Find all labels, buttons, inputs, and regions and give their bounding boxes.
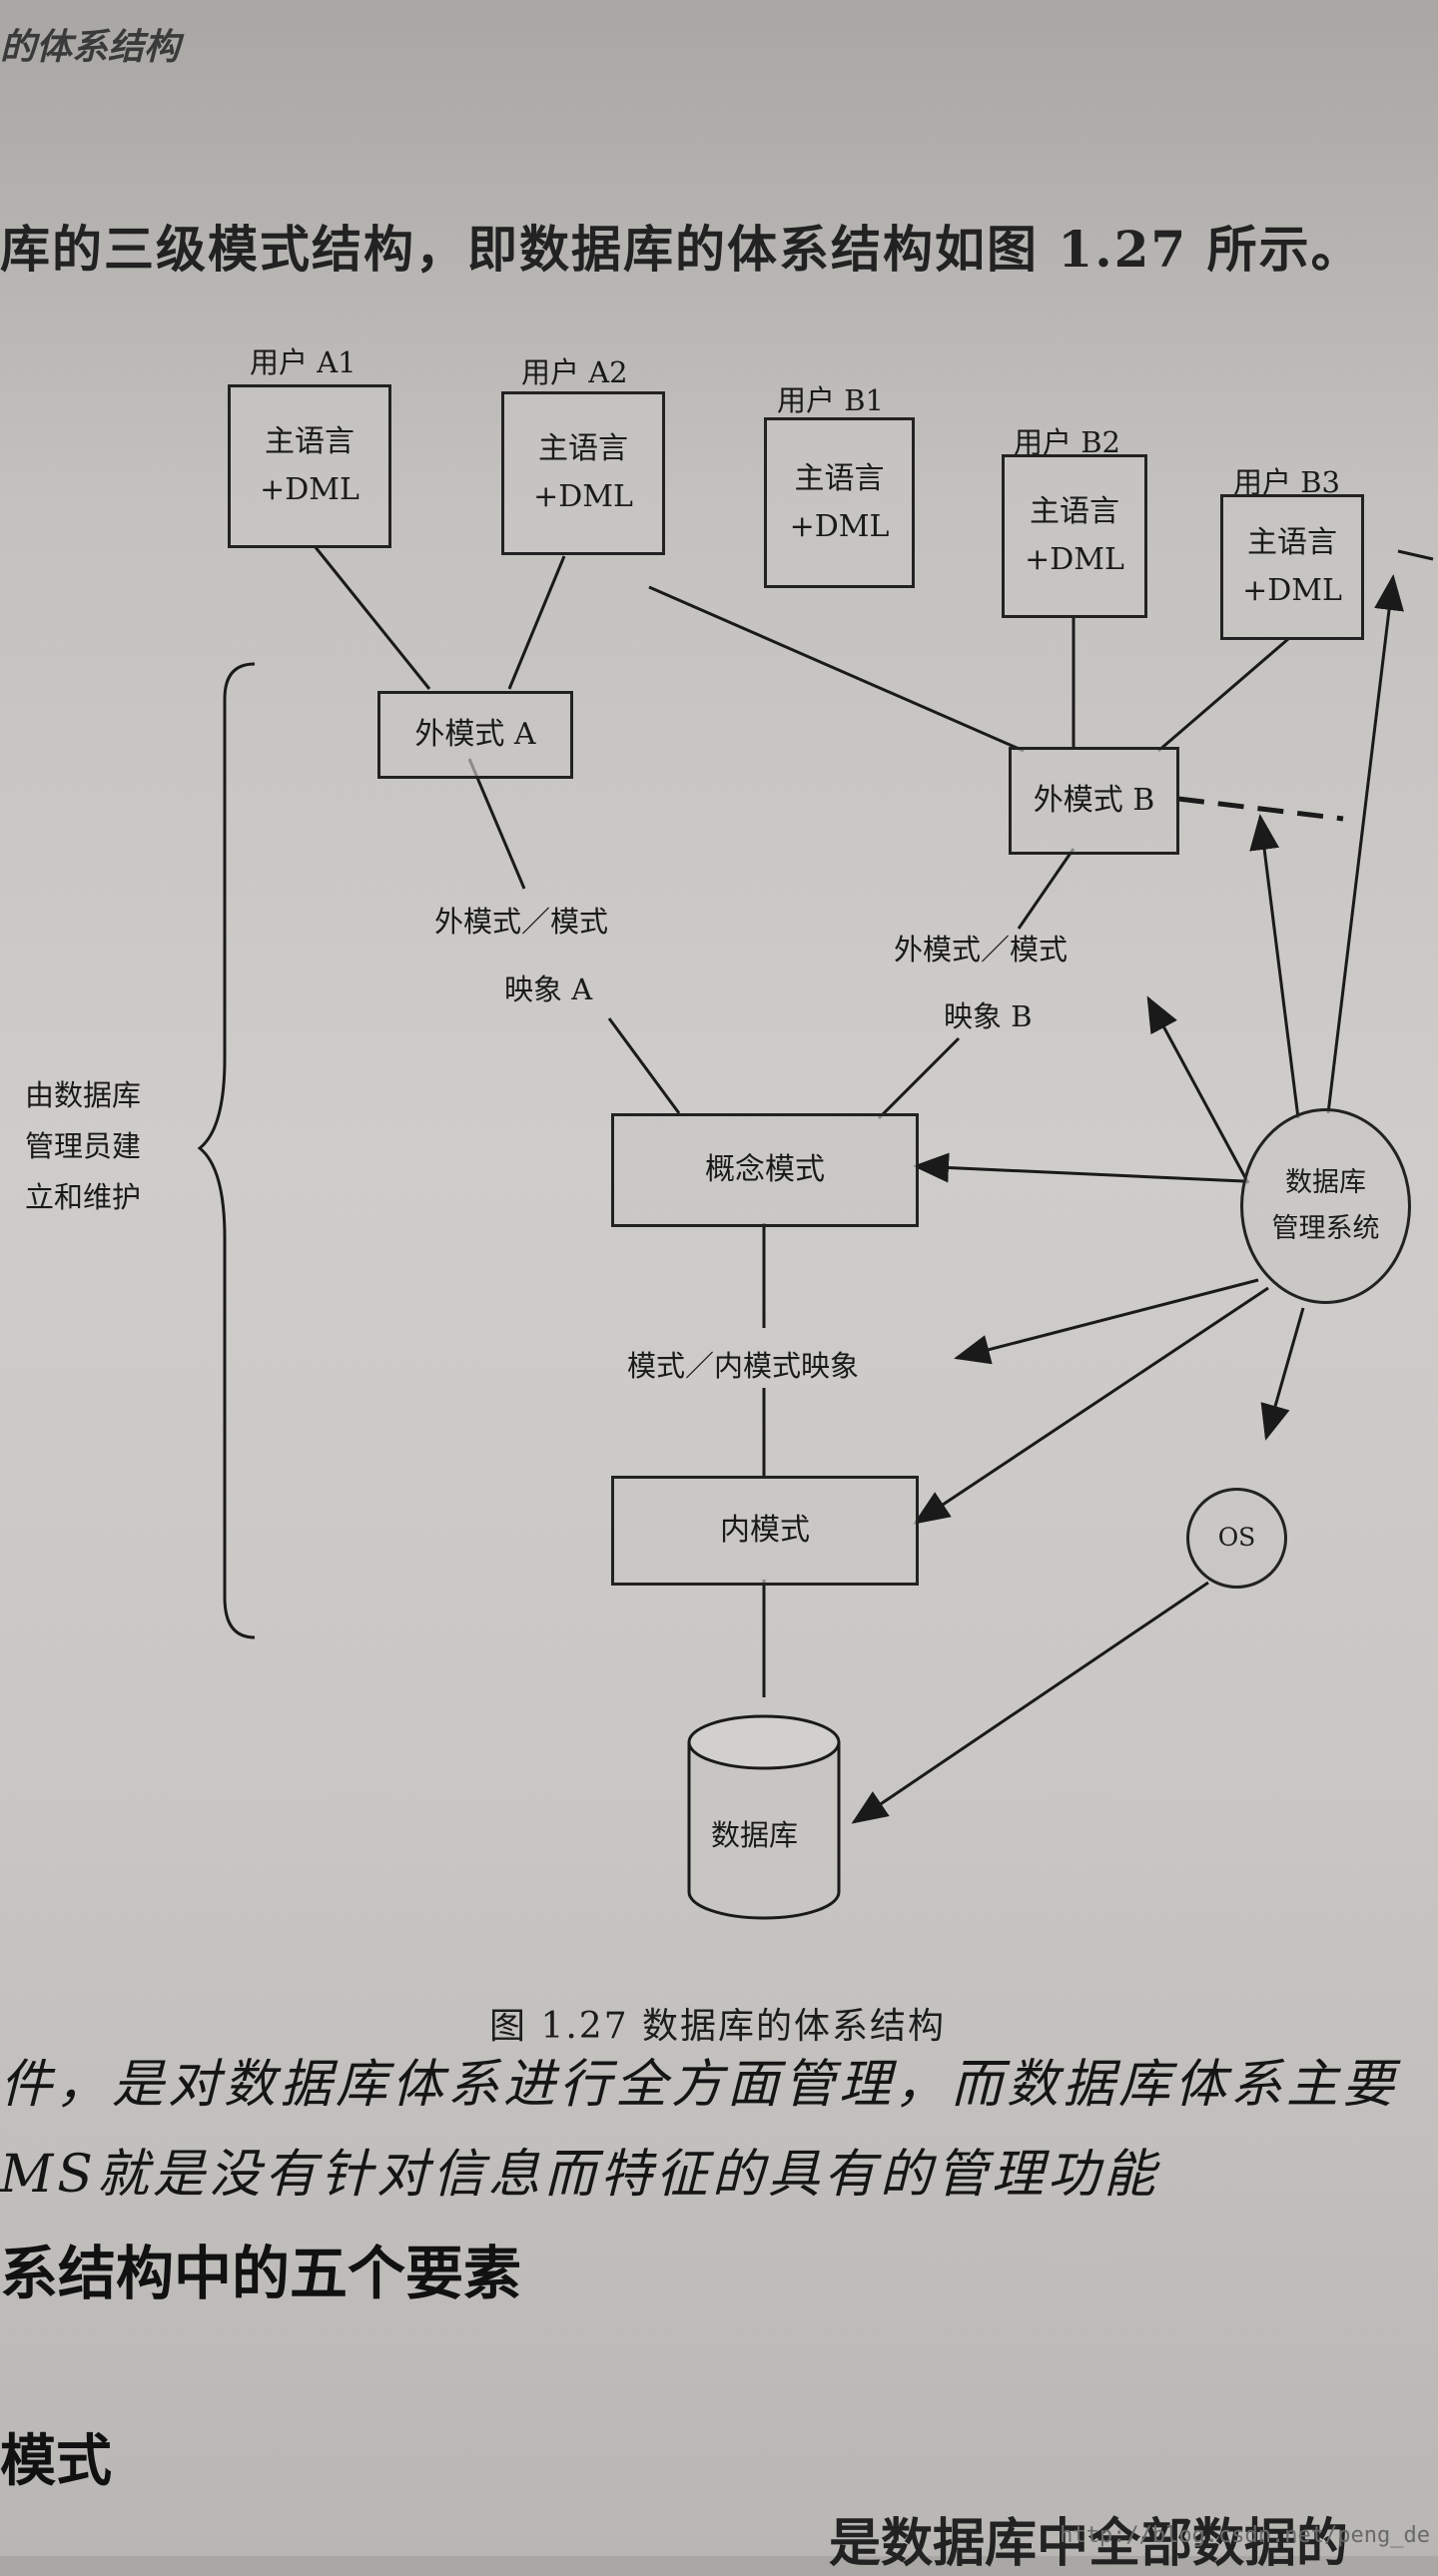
arrow-dbms-to-mapping (954, 1278, 1259, 1365)
user-a1-label: 用户 A1 (250, 345, 357, 379)
subsection-heading: 模式 (0, 2429, 112, 2494)
figure-caption: 图 1.27 数据库的体系结构 (489, 2006, 947, 2047)
user-b1-box: 主语言 +DML (764, 417, 915, 588)
user-b1-label: 用户 B1 (777, 383, 884, 417)
line-b1-to-external-b (648, 585, 1025, 753)
arrow-dbms-to-mapping-b (1146, 995, 1250, 1184)
mapping-a-label-line2: 映象 A (504, 972, 593, 1006)
admin-brace (197, 662, 256, 1639)
line-external-b-to-mapping (1017, 848, 1076, 930)
mapping-b-label-line2: 映象 B (944, 999, 1033, 1033)
user-b3-label: 用户 B3 (1233, 465, 1340, 499)
arrow-dbms-to-external-b (1249, 814, 1300, 1119)
user-a1-box: 主语言 +DML (228, 384, 391, 548)
conceptual-schema: 概念模式 (611, 1113, 919, 1227)
user-b2-box: 主语言 +DML (1002, 454, 1147, 618)
line-mapping-a-to-conceptual (607, 1017, 681, 1114)
user-a2-box: 主语言 +DML (501, 391, 665, 555)
line-external-a-to-mapping (467, 758, 526, 890)
arrow-dbms-to-conceptual (913, 1152, 1244, 1183)
external-schema-b: 外模式 B (1009, 747, 1179, 855)
line-a1-to-external-a (313, 545, 431, 690)
external-schema-a: 外模式 A (377, 691, 573, 779)
dashed-extension (1177, 796, 1344, 822)
database-label: 数据库 (711, 1818, 799, 1852)
line-a2-to-external-a (507, 555, 566, 690)
arrow-dbms-to-os (1260, 1307, 1305, 1441)
handwritten-note-line2: MS就是没有针对信息而特征的具有的管理功能 (0, 2145, 1159, 2205)
intro-paragraph: 库的三级模式结构，即数据库的体系结构如图 1.27 所示。 (0, 220, 1363, 279)
database-cylinder (687, 1714, 841, 1920)
user-a2-label: 用户 A2 (521, 355, 628, 389)
dbms-circle: 数据库 管理系统 (1240, 1108, 1411, 1304)
mapping-b-label-line1: 外模式／模式 (894, 933, 1069, 966)
section-heading: 系结构中的五个要素 (0, 2240, 522, 2307)
mapping-a-label-line1: 外模式／模式 (434, 905, 609, 939)
right-edge-line (1397, 549, 1434, 561)
user-b2-label: 用户 B2 (1014, 425, 1120, 459)
schema-internal-mapping-label: 模式／内模式映象 (627, 1349, 860, 1383)
handwritten-note-line1: 件，是对数据库体系进行全方面管理，而数据库体系主要 (0, 2055, 1399, 2115)
os-circle: OS (1186, 1488, 1287, 1589)
running-head: 的体系结构 (0, 26, 181, 68)
user-b3-box: 主语言 +DML (1220, 494, 1364, 640)
arrow-dbms-to-internal (913, 1286, 1269, 1525)
watermark-url: http://blog.csdn.net/peng_de (1060, 2523, 1430, 2548)
internal-schema: 内模式 (611, 1476, 919, 1586)
line-b3-to-external-b (1157, 637, 1289, 753)
arrow-os-to-database (851, 1581, 1209, 1824)
line-mapping-b-to-conceptual (877, 1036, 961, 1120)
arrow-dbms-to-user-b3 (1326, 574, 1404, 1114)
brace-label: 由数据库 管理员建 立和维护 (25, 1078, 142, 1214)
